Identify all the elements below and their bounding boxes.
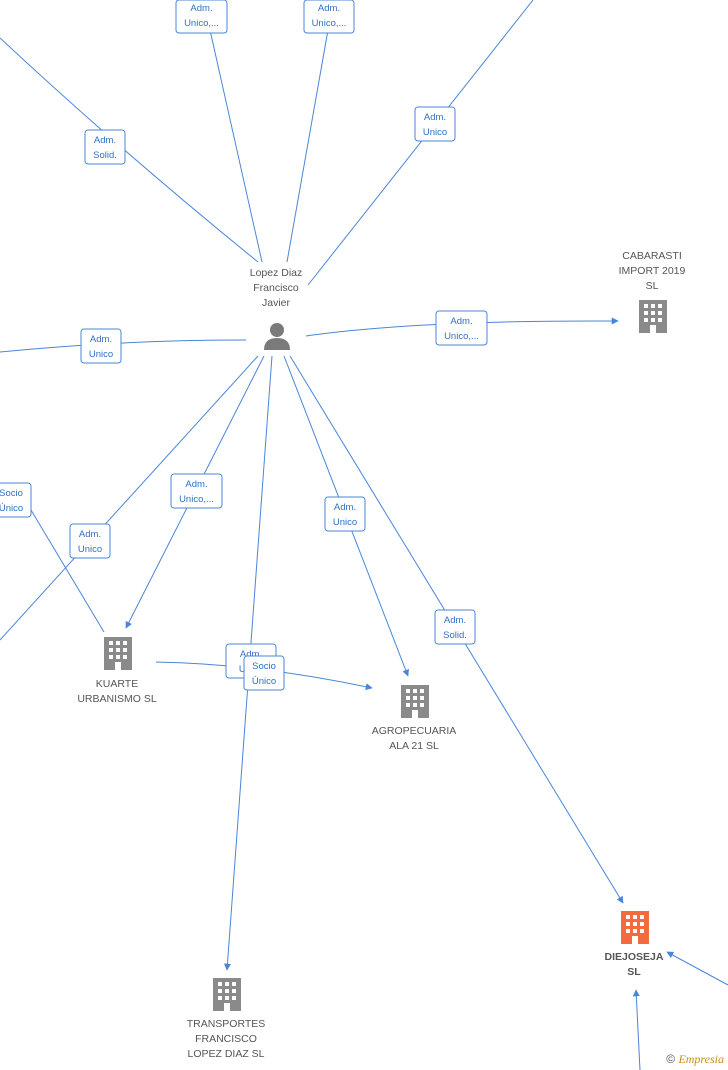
copyright-symbol: © xyxy=(666,1052,676,1066)
edge-label-center-socio[interactable]: Socio Único xyxy=(243,655,285,691)
edge-label-top-right[interactable]: Adm. Unico xyxy=(414,106,456,142)
node-cabarasti[interactable]: CABARASTI IMPORT 2019 SL xyxy=(619,250,686,333)
svg-text:ALA 21 SL: ALA 21 SL xyxy=(389,740,439,752)
edge-label-top-1[interactable]: Adm. Unico,... xyxy=(175,0,228,34)
edge-bottom-diejoseja xyxy=(632,989,641,1070)
building-icon xyxy=(401,685,429,718)
svg-text:Javier: Javier xyxy=(262,297,291,309)
svg-text:LOPEZ DIAZ SL: LOPEZ DIAZ SL xyxy=(187,1048,264,1060)
svg-text:Solid.: Solid. xyxy=(443,630,467,641)
svg-text:Francisco: Francisco xyxy=(253,282,299,294)
edge-left xyxy=(0,339,247,353)
svg-text:Adm.: Adm. xyxy=(185,479,207,490)
building-icon xyxy=(213,978,241,1011)
svg-text:Adm.: Adm. xyxy=(190,3,212,14)
svg-text:Adm.: Adm. xyxy=(424,112,446,123)
svg-text:Socio: Socio xyxy=(0,488,23,499)
edge-top-2 xyxy=(286,29,329,263)
node-diejoseja[interactable]: DIEJOSEJA SL xyxy=(605,911,664,978)
svg-text:SL: SL xyxy=(627,966,641,978)
edge-label-left[interactable]: Adm. Unico xyxy=(80,328,122,364)
svg-text:Unico,...: Unico,... xyxy=(179,494,214,505)
svg-text:KUARTE: KUARTE xyxy=(96,678,138,690)
edge-label-agro[interactable]: Adm. Unico xyxy=(324,496,366,532)
edge-left-lower xyxy=(0,355,259,641)
svg-text:URBANISMO SL: URBANISMO SL xyxy=(77,693,157,705)
svg-text:AGROPECUARIA: AGROPECUARIA xyxy=(372,725,457,737)
person-icon xyxy=(264,323,290,350)
building-icon xyxy=(104,637,132,670)
svg-text:Unico,...: Unico,... xyxy=(444,331,479,342)
edge-label-top-2[interactable]: Adm. Unico,... xyxy=(303,0,355,34)
svg-text:FRANCISCO: FRANCISCO xyxy=(195,1033,257,1045)
node-kuarte[interactable]: KUARTE URBANISMO SL xyxy=(77,637,157,705)
svg-text:Adm.: Adm. xyxy=(90,334,112,345)
edge-label-kuarte[interactable]: Adm. Unico,... xyxy=(170,473,223,509)
edge-label-diejoseja[interactable]: Adm. Solid. xyxy=(434,609,476,645)
node-agropecuaria[interactable]: AGROPECUARIA ALA 21 SL xyxy=(372,685,457,752)
svg-text:Unico,...: Unico,... xyxy=(184,18,219,29)
node-person[interactable]: Lopez Diaz Francisco Javier xyxy=(250,267,303,350)
edge-top-right xyxy=(307,0,534,286)
svg-text:Unico: Unico xyxy=(78,544,102,555)
svg-text:Adm.: Adm. xyxy=(240,649,262,660)
edge-label-left-socio[interactable]: Socio Único xyxy=(0,482,32,518)
copyright-notice: © Empresia xyxy=(666,1052,724,1067)
svg-text:Solid.: Solid. xyxy=(93,150,117,161)
edge-right-diejoseja xyxy=(666,951,728,986)
brand-logo: Empresia xyxy=(678,1052,724,1066)
svg-text:Adm.: Adm. xyxy=(450,316,472,327)
svg-text:Adm.: Adm. xyxy=(318,3,340,14)
svg-text:CABARASTI: CABARASTI xyxy=(622,250,682,262)
svg-text:Unico: Unico xyxy=(333,517,357,528)
svg-text:Unico: Unico xyxy=(89,349,113,360)
node-transportes[interactable]: TRANSPORTES FRANCISCO LOPEZ DIAZ SL xyxy=(187,978,266,1060)
svg-text:Único: Único xyxy=(252,676,276,687)
edge-label-cabarasti[interactable]: Adm. Unico,... xyxy=(435,310,488,346)
svg-text:Unico,...: Unico,... xyxy=(312,18,347,29)
edge-label-top-left[interactable]: Adm. Solid. xyxy=(84,129,126,165)
svg-text:DIEJOSEJA: DIEJOSEJA xyxy=(605,951,664,963)
svg-text:SL: SL xyxy=(646,280,659,292)
svg-text:Lopez Diaz: Lopez Diaz xyxy=(250,267,303,279)
edge-top-1 xyxy=(209,29,263,263)
edge-left-socio xyxy=(27,504,105,633)
building-icon xyxy=(639,300,667,333)
building-icon xyxy=(621,911,649,944)
svg-text:Adm.: Adm. xyxy=(79,529,101,540)
svg-text:IMPORT 2019: IMPORT 2019 xyxy=(619,265,686,277)
svg-text:Socio: Socio xyxy=(252,661,276,672)
svg-text:Adm.: Adm. xyxy=(334,502,356,513)
svg-text:TRANSPORTES: TRANSPORTES xyxy=(187,1018,266,1030)
svg-text:Adm.: Adm. xyxy=(94,135,116,146)
svg-text:Único: Único xyxy=(0,503,23,514)
svg-text:Unico: Unico xyxy=(423,127,447,138)
svg-text:Adm.: Adm. xyxy=(444,615,466,626)
edge-label-left-lower[interactable]: Adm. Unico xyxy=(69,523,111,559)
